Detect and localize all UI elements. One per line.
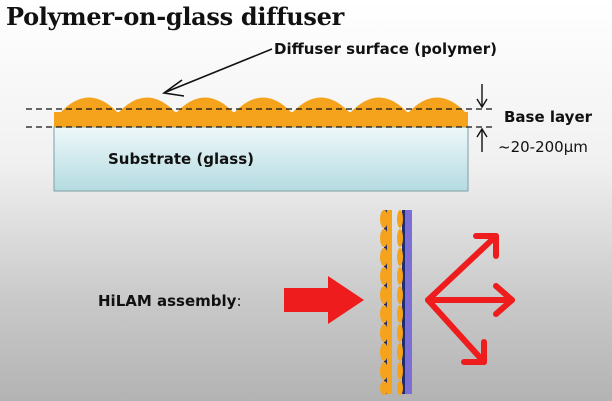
thickness-label: ~20-200μm: [498, 138, 588, 156]
diffuser-surface-label: Diffuser surface (polymer): [274, 40, 497, 58]
substrate-label: Substrate (glass): [108, 150, 254, 168]
base-layer-thickness-arrows: [476, 84, 488, 152]
hilam-assembly-label: HiLAM assembly:: [98, 292, 242, 310]
polymer-bumps: [60, 97, 466, 113]
hilam-label-colon: :: [236, 292, 242, 310]
hilam-assembly-graphic: [380, 210, 412, 395]
polymer-base-layer: [54, 112, 468, 127]
glass-substrate: [53, 126, 469, 192]
hilam-label-text: HiLAM assembly: [98, 292, 237, 310]
diffused-light-arrows: [425, 233, 515, 365]
base-layer-label: Base layer: [504, 108, 593, 126]
incoming-light-arrow: [284, 276, 364, 324]
page-title: Polymer-on-glass diffuser: [6, 2, 344, 31]
diffuser-pointer-arrow: [161, 48, 273, 97]
